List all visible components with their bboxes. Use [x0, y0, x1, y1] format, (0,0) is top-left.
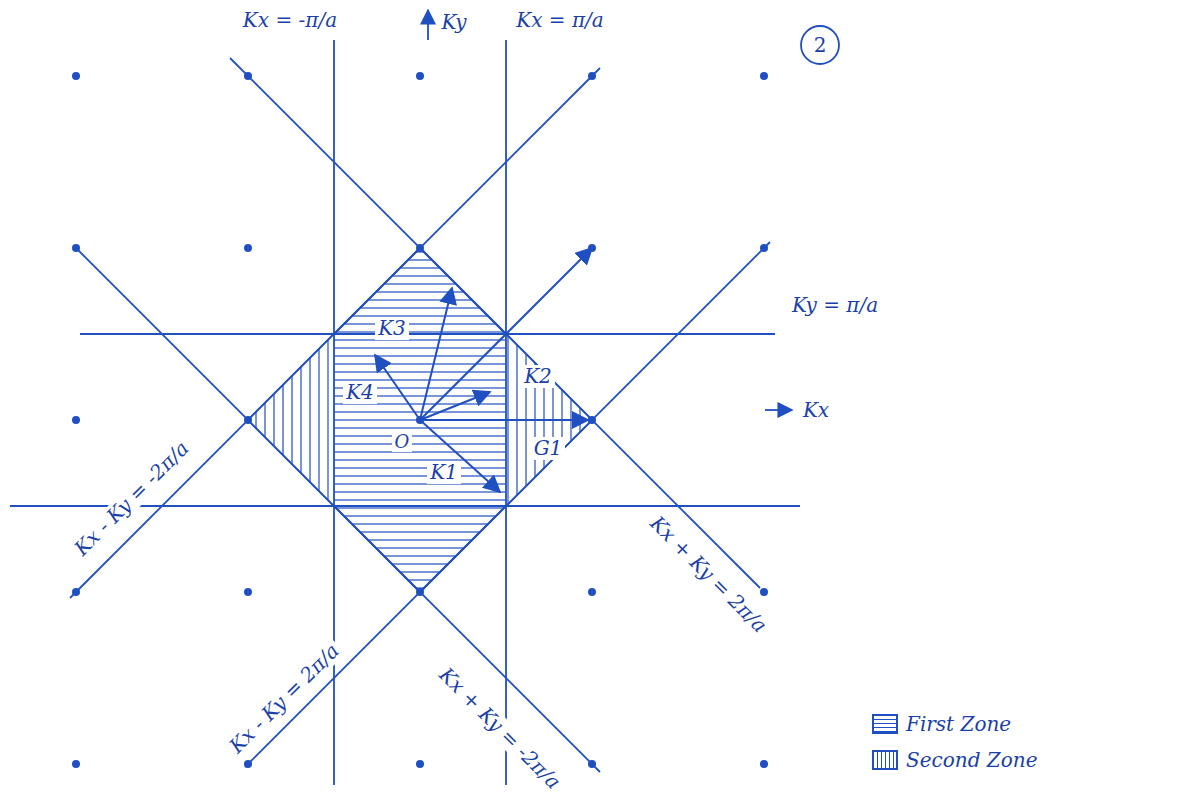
vector-label: G1	[531, 437, 566, 460]
plane-label: Kx - Ky = -2π/a	[68, 434, 196, 562]
axis-label: Ky	[439, 11, 470, 34]
legend-swatch	[872, 714, 898, 734]
origin-dot	[417, 417, 424, 424]
legend-text: Second Zone	[906, 748, 1037, 772]
origin-label: O	[392, 432, 413, 453]
vector-label: K1	[427, 461, 461, 484]
legend-text: First Zone	[906, 712, 1011, 736]
axis-arrows	[428, 10, 792, 410]
legend-swatch	[872, 750, 898, 770]
legend-row: Second Zone	[872, 748, 1037, 772]
page-number: 2	[811, 34, 830, 57]
first-zone	[248, 248, 592, 592]
second-zone-part	[248, 334, 334, 506]
bragg-planes	[10, 40, 800, 785]
legend-row: First Zone	[872, 712, 1011, 736]
plane-label: Kx = -π/a	[240, 9, 340, 32]
axis-label: Kx	[800, 399, 832, 422]
plane-label: Kx + Ky = -2π/a	[433, 661, 568, 793]
plane-label: Ky = π/a	[789, 294, 881, 317]
wave-vectors	[375, 248, 592, 492]
plane-label: Kx = π/a	[513, 9, 607, 32]
page-number-circle	[801, 26, 839, 64]
plane-label: Kx - Ky = 2π/a	[223, 637, 346, 760]
vector-label: K2	[521, 365, 555, 388]
plane-label: Kx + Ky = 2π/a	[643, 509, 773, 639]
lattice-points	[72, 72, 768, 768]
vector-label: K4	[343, 381, 377, 404]
vector-label: K3	[375, 317, 409, 340]
